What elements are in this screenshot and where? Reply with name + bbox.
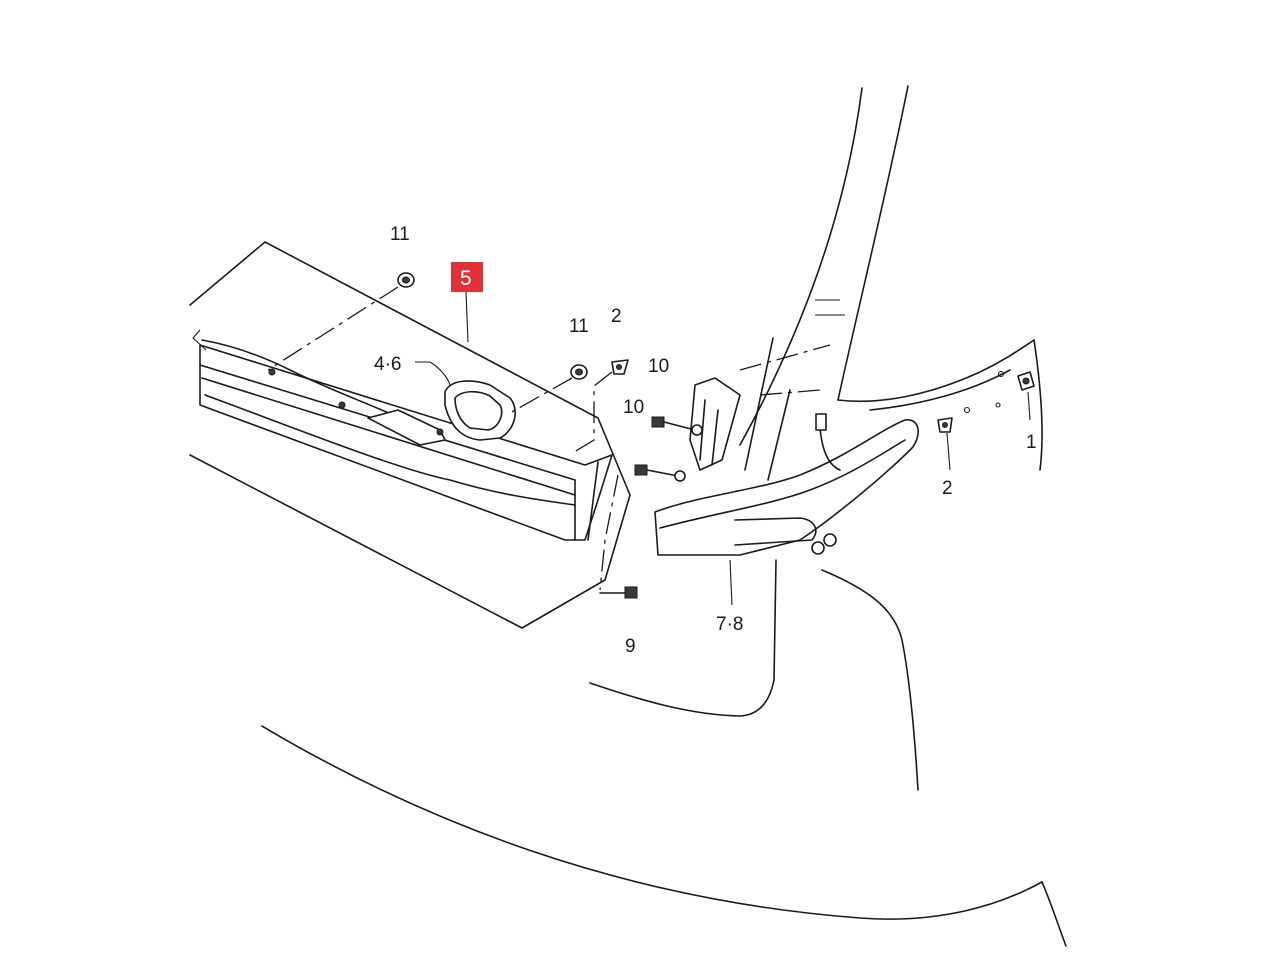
- callout-5-highlight[interactable]: 5: [451, 262, 483, 292]
- callout-11-lower: 11: [569, 316, 589, 337]
- bulb-socket: [444, 380, 516, 441]
- callout-10-upper: 10: [648, 356, 669, 377]
- highlight-box: [451, 262, 483, 292]
- clip-2-left: [611, 359, 629, 375]
- vehicle-body-outline: [261, 85, 1067, 947]
- callout-9: 9: [625, 636, 636, 657]
- callout-1: 1: [1026, 432, 1037, 453]
- fasteners: [397, 272, 1035, 599]
- callout-11-upper: 11: [390, 224, 410, 245]
- headlight-lens: [192, 329, 613, 541]
- clip-2-right: [937, 417, 953, 433]
- bolt-9: [599, 586, 638, 599]
- callout-5: 5: [460, 267, 472, 290]
- clip-1: [1017, 371, 1035, 391]
- callout-7-8: 7·8: [716, 614, 743, 635]
- callout-2-right: 2: [942, 478, 953, 499]
- side-marker-lamp: [654, 377, 919, 556]
- callout-4-6: 4·6: [374, 354, 401, 375]
- nut-11-lower: [570, 364, 588, 380]
- bolt-10-upper: [651, 416, 703, 436]
- callout-labels: 11 11 2 2 1 10 10 9 7·8 4·6 5: [374, 224, 1037, 657]
- headlight-assembly-frame: [189, 241, 631, 629]
- nut-11-upper: [397, 272, 415, 288]
- callout-2-left: 2: [611, 306, 622, 327]
- bolt-10-lower: [634, 464, 686, 482]
- callout-10-lower: 10: [623, 397, 644, 418]
- leader-lines: [267, 286, 1031, 606]
